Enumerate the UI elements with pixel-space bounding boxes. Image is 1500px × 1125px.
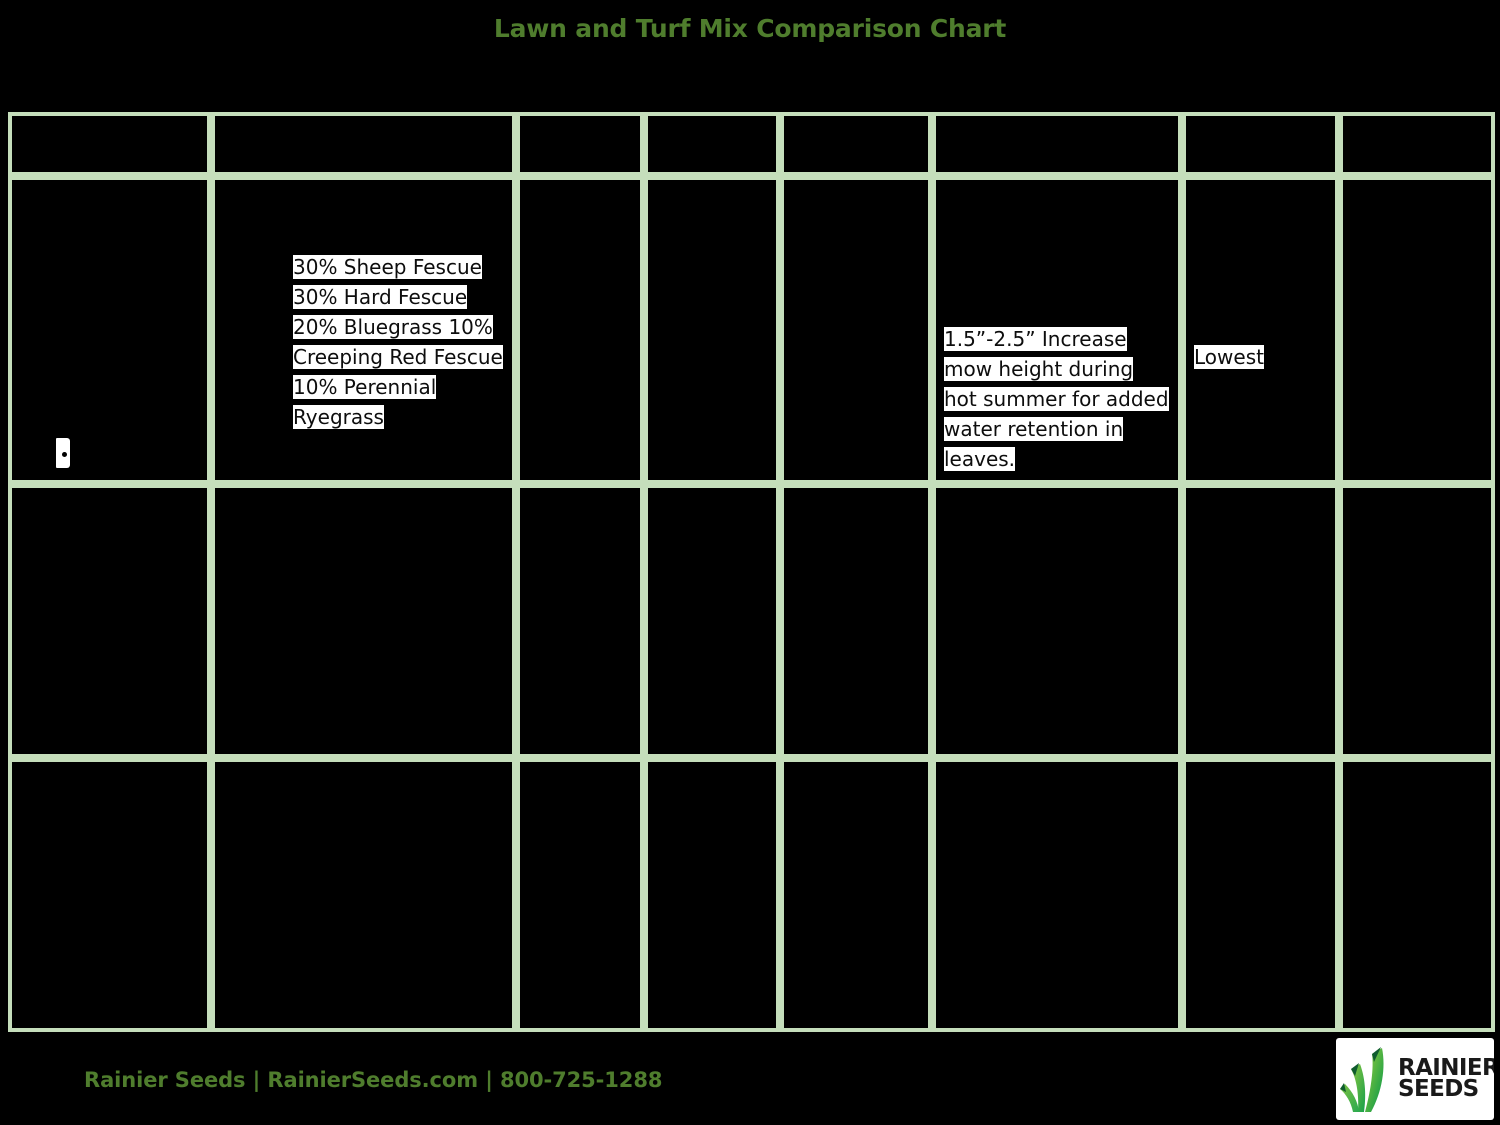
header-label	[784, 116, 928, 128]
cell-mix-name	[8, 176, 211, 484]
cell-water-need: Lowest	[1182, 176, 1339, 484]
seed-mix-label: 30% Sheep Fescue 30% Hard Fescue 20% Blu…	[293, 255, 503, 429]
water-need-label	[1186, 488, 1335, 500]
cell-seed-mix	[211, 484, 516, 758]
column-header-notes	[1339, 112, 1495, 176]
mow-height-label: 1.5”-2.5” Increase mow height during hot…	[944, 327, 1169, 471]
header-label	[648, 116, 776, 128]
cell-sun	[516, 758, 644, 1032]
table-row	[8, 484, 1495, 758]
notes-label	[1343, 180, 1491, 192]
seed-mix-label	[215, 488, 512, 500]
cell-sun	[516, 484, 644, 758]
sun-label	[520, 180, 640, 192]
cell-notes	[1339, 176, 1495, 484]
cell-seed-mix	[211, 758, 516, 1032]
cell-notes	[1339, 484, 1495, 758]
table-header-row	[8, 112, 1495, 176]
column-header-traffic	[780, 112, 932, 176]
notes-label	[1343, 488, 1491, 500]
cell-mix-name	[8, 484, 211, 758]
mow-height-label	[936, 762, 1178, 774]
header-label	[12, 116, 207, 128]
seed-mix-label	[215, 762, 512, 774]
rainier-seeds-logo: RAINIER® SEEDS	[1336, 1038, 1494, 1120]
cell-mow-height: 1.5”-2.5” Increase mow height during hot…	[932, 176, 1182, 484]
table-row: 30% Sheep Fescue 30% Hard Fescue 20% Blu…	[8, 176, 1495, 484]
sun-label	[520, 488, 640, 500]
cell-water-need	[1182, 484, 1339, 758]
water-need-label	[1186, 762, 1335, 774]
render-artifact	[56, 438, 70, 468]
mow-height-label	[936, 488, 1178, 500]
mix-name-label	[12, 762, 207, 774]
mix-name-label	[12, 180, 207, 434]
column-header-mow-height	[932, 112, 1182, 176]
header-label	[1186, 116, 1335, 128]
cell-water-need	[1182, 758, 1339, 1032]
comparison-table: 30% Sheep Fescue 30% Hard Fescue 20% Blu…	[8, 112, 1495, 1032]
cell-traffic	[780, 176, 932, 484]
mix-name-label	[12, 488, 207, 500]
header-label	[1343, 116, 1491, 128]
footer-contact-line: Rainier Seeds | RainierSeeds.com | 800-7…	[84, 1068, 663, 1092]
column-header-mix-name	[8, 112, 211, 176]
notes-label	[1343, 762, 1491, 774]
header-label	[215, 116, 512, 128]
column-header-shade	[644, 112, 780, 176]
cell-notes	[1339, 758, 1495, 1032]
cell-shade	[644, 176, 780, 484]
column-header-seed-mix	[211, 112, 516, 176]
cell-seed-mix: 30% Sheep Fescue 30% Hard Fescue 20% Blu…	[211, 176, 516, 484]
column-header-sun	[516, 112, 644, 176]
sun-label	[520, 762, 640, 774]
cell-sun	[516, 176, 644, 484]
cell-traffic	[780, 758, 932, 1032]
cell-mow-height	[932, 758, 1182, 1032]
header-label	[936, 116, 1178, 128]
cell-shade	[644, 758, 780, 1032]
logo-wordmark: RAINIER® SEEDS	[1398, 1054, 1494, 1102]
column-header-water-need	[1182, 112, 1339, 176]
water-need-label: Lowest	[1194, 345, 1264, 369]
header-label	[520, 116, 640, 128]
cell-mow-height	[932, 484, 1182, 758]
cell-mix-name	[8, 758, 211, 1032]
traffic-label	[784, 488, 928, 500]
cell-traffic	[780, 484, 932, 758]
page-title: Lawn and Turf Mix Comparison Chart	[493, 14, 1007, 43]
traffic-label	[784, 180, 928, 192]
shade-label	[648, 762, 776, 774]
logo-line-1: RAINIER	[1398, 1054, 1494, 1081]
cell-shade	[644, 484, 780, 758]
shade-label	[648, 180, 776, 192]
shade-label	[648, 488, 776, 500]
logo-line-2: SEEDS	[1398, 1076, 1479, 1102]
traffic-label	[784, 762, 928, 774]
table-row	[8, 758, 1495, 1032]
grass-blade-logo-icon	[1340, 1047, 1384, 1112]
